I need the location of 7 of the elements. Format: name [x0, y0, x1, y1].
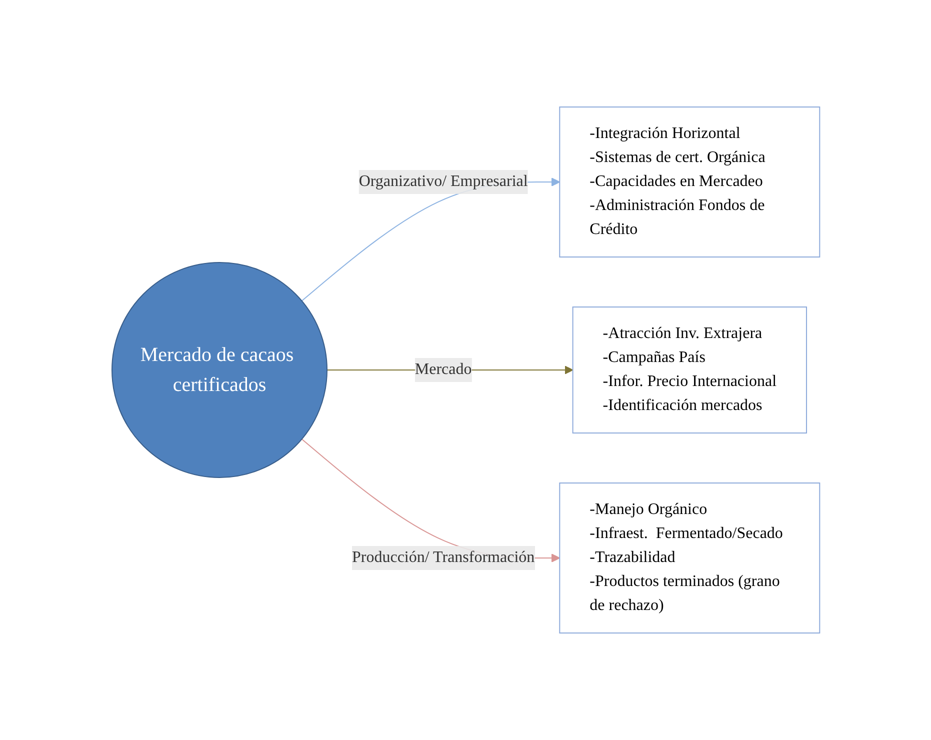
edge-label: Mercado — [414, 361, 472, 378]
node-circle: Mercado de cacaos certificados — [111, 262, 328, 478]
node-box: -Manejo Orgánico -Infraest. Fermentado/Secado -Trazabilidad -Productos terminados (grano de rechazo) — [558, 482, 820, 634]
edge-label: Producción/ Transformación — [352, 549, 534, 566]
node-box: -Atracción Inv. Extrajera -Campañas País -Infor. Precio Internacional -Identificación mercados — [572, 306, 807, 434]
node-box: -Integración Horizontal -Sistemas de cert. Orgánica -Capacidades en Mercadeo -Administración Fondos de Crédito — [558, 106, 820, 258]
edge-label: Organizativo/ Empresarial — [358, 173, 528, 190]
